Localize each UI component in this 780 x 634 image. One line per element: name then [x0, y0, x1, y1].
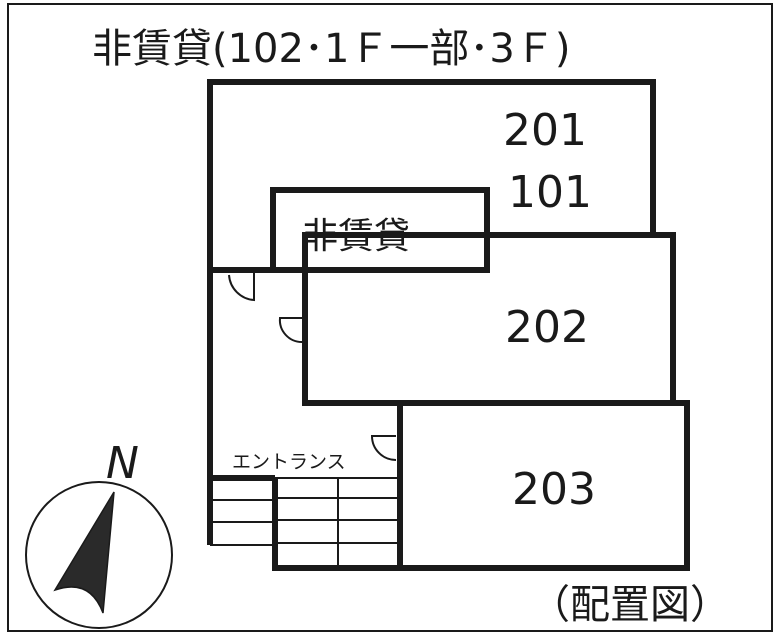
compass: N [25, 438, 173, 629]
stairs [210, 477, 400, 565]
doors [228, 273, 397, 461]
north-label: N [106, 438, 139, 489]
compass-circle [25, 481, 173, 629]
door-icon [278, 317, 303, 344]
door-icon [370, 435, 397, 461]
plan-caption: （配置図） [530, 582, 730, 628]
door-icon [228, 273, 255, 302]
unit-203 [397, 400, 690, 571]
unit-label-203: 203 [512, 464, 596, 515]
north-arrow-icon [53, 491, 115, 614]
unit-label-101: 101 [508, 167, 592, 218]
unit-201-101-walls [207, 79, 656, 545]
stair-wall [272, 478, 400, 571]
entrance-label: エントランス [232, 451, 346, 473]
unit-label-202: 202 [505, 302, 589, 353]
unit-label-non-rental: 非賃貸 [302, 216, 410, 257]
building [207, 79, 690, 571]
unit-label-201: 201 [503, 105, 587, 156]
non-rental-room [270, 187, 490, 273]
outer-frame [7, 3, 773, 632]
plan-title: 非賃貸(102･1Ｆ一部･3Ｆ) [92, 26, 570, 72]
